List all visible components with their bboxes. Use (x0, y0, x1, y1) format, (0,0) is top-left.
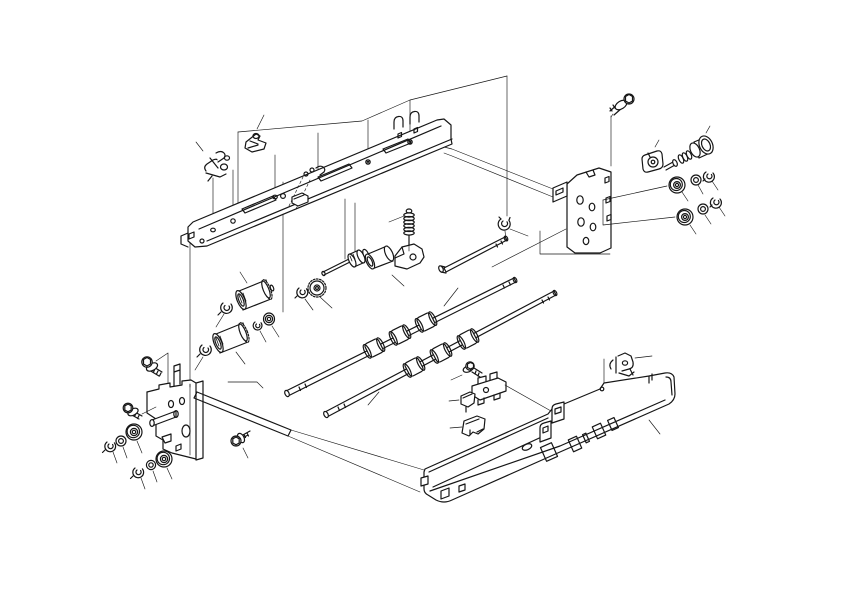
projection-lines: assembly projection lines (189, 75, 614, 493)
shaft-e-clip: shaft e-clip (497, 216, 529, 241)
mount-screw-left-right (230, 430, 251, 459)
drive-coupler: drive coupler (663, 125, 714, 171)
lift-arm (193, 391, 292, 437)
left-side-bracket-group: left side bracket with screws, bushings,… (101, 352, 292, 490)
torsion-clip-a: torsion clip (195, 141, 231, 182)
bushing-set-upper: bushing, washer and retaining clip (668, 171, 719, 202)
upper-guide-plate: upper guide plate (180, 110, 453, 248)
bearing-holder: square bearing holder (641, 139, 664, 173)
bushing-set-lower: bushing, washer and retaining clip (676, 197, 726, 235)
feed-shaft-lower: feed shaft with rollers (323, 289, 558, 419)
idler-shaft: idler shaft (438, 235, 509, 274)
sensor-flag-1 (448, 391, 476, 413)
mount-screw-left-top (141, 352, 169, 385)
channel-clip: channel spring clip (609, 352, 653, 377)
pickup-rollers: pickup rollers with clips and bushing (194, 271, 280, 371)
sensor-screw (450, 361, 483, 381)
latch-clip-b: latch clip (244, 114, 267, 153)
sensor-flag-2 (449, 415, 486, 437)
left-side-bracket (146, 363, 204, 461)
mount-screw-left-mid (122, 402, 157, 420)
lower-channel-bracket: lower channel bracket (420, 372, 676, 503)
mount-screw-right: mounting screw (609, 93, 635, 116)
drive-gear-cluster: drive gear and clip (294, 278, 333, 311)
sensor-holder (471, 371, 552, 412)
right-side-bracket: right side bracket (552, 167, 676, 254)
paper-sensor-assembly: paper sensor holder and flags (448, 361, 552, 437)
feed-shaft-upper: feed shaft with rollers (284, 276, 518, 398)
clutch-roller-assembly: clutch and pickup roller assembly (321, 239, 425, 287)
